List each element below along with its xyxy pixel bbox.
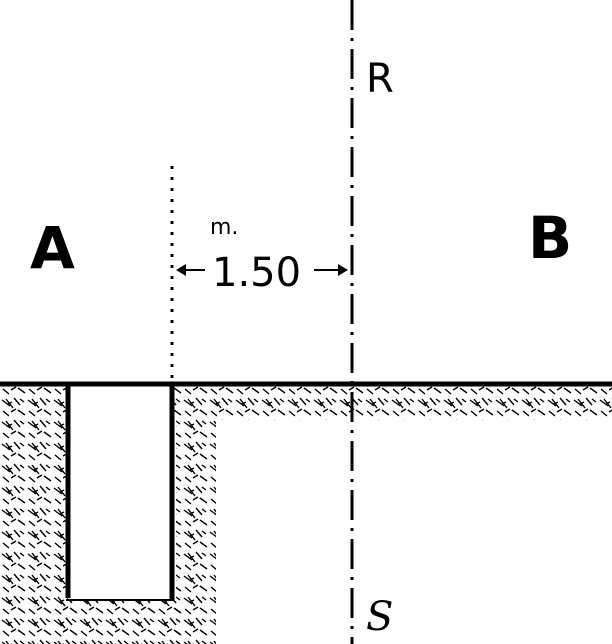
dimension-left-arrowhead: [176, 264, 186, 276]
soil-hatch-right-wall: [176, 420, 216, 644]
soil-hatch-left-wall: [0, 420, 68, 644]
dimension-right-arrowhead: [338, 264, 348, 276]
unit-label: m.: [210, 215, 238, 240]
zone-b-label: B: [528, 204, 572, 272]
soil-hatch-bottom: [60, 600, 180, 644]
line-top-label: R: [366, 56, 394, 102]
distance-label: 1.50: [212, 250, 301, 296]
line-bottom-label: S: [366, 594, 393, 640]
zone-a-label: A: [30, 214, 75, 282]
trench: [68, 384, 172, 598]
